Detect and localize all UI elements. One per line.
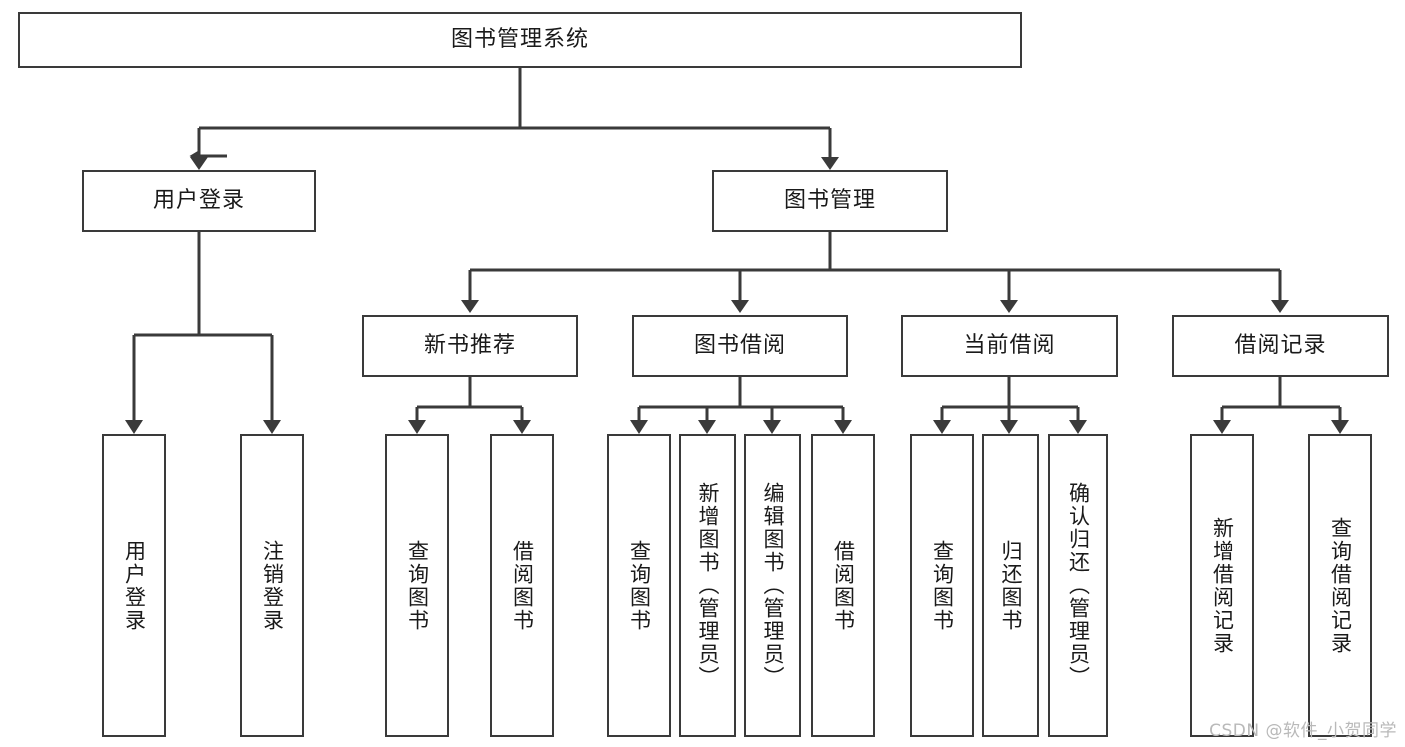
arrowhead-leaf-return-book [1000, 420, 1018, 434]
node-label: 图书管理系统 [450, 27, 589, 52]
node-label: 新增借阅记录 [1210, 516, 1235, 655]
node-label: 编辑图书（管理员） [761, 482, 785, 689]
arrowhead-user-login [190, 157, 208, 170]
node-label: 确认归还（管理员） [1066, 482, 1091, 689]
arrowhead-new-book-recommend [461, 300, 479, 313]
arrowhead-leaf-add-record [1213, 420, 1231, 434]
node-borrow-record[interactable]: 借阅记录 [1172, 315, 1389, 377]
node-label: 图书借阅 [693, 333, 786, 358]
arrowhead-leaf-logout-login [263, 420, 281, 434]
node-label: 当前借阅 [963, 333, 1056, 358]
node-label: 新增图书（管理员） [696, 482, 720, 689]
node-label: 查询图书 [405, 539, 430, 632]
node-label: 新书推荐 [423, 333, 516, 358]
arrowhead-leaf-add-book [698, 420, 716, 434]
node-leaf-add-book[interactable]: 新增图书（管理员） [679, 434, 736, 737]
node-leaf-borrow-book-2[interactable]: 借阅图书 [811, 434, 875, 737]
node-label: 注销登录 [260, 539, 285, 632]
node-label: 用户登录 [122, 539, 147, 632]
node-leaf-confirm-return[interactable]: 确认归还（管理员） [1048, 434, 1108, 737]
node-label: 查询图书 [627, 539, 652, 632]
node-leaf-query-book-2[interactable]: 查询图书 [607, 434, 671, 737]
node-user-login[interactable]: 用户登录 [82, 170, 316, 232]
node-leaf-return-book[interactable]: 归还图书 [982, 434, 1039, 737]
node-label: 归还图书 [999, 539, 1023, 632]
node-label: 借阅图书 [510, 539, 535, 632]
arrowhead-borrow-record [1271, 300, 1289, 313]
csdn-watermark: CSDN @软件_小贺同学 [1209, 721, 1397, 741]
node-leaf-edit-book[interactable]: 编辑图书（管理员） [744, 434, 801, 737]
node-label: 借阅记录 [1234, 333, 1327, 358]
arrowhead-leaf-borrow-book-2 [834, 420, 852, 434]
arrowhead-leaf-query-record [1331, 420, 1349, 434]
arrowhead-current-borrow [1000, 300, 1018, 313]
arrowhead-book-borrow [731, 300, 749, 313]
arrowhead-leaf-query-book-1 [408, 420, 426, 434]
arrowhead-leaf-user-login [125, 420, 143, 434]
node-leaf-borrow-book-1[interactable]: 借阅图书 [490, 434, 554, 737]
node-leaf-query-book-3[interactable]: 查询图书 [910, 434, 974, 737]
arrowhead-leaf-query-book-3 [933, 420, 951, 434]
node-book-borrow[interactable]: 图书借阅 [632, 315, 848, 377]
arrowhead-leaf-confirm-return [1069, 420, 1087, 434]
node-leaf-query-book-1[interactable]: 查询图书 [385, 434, 449, 737]
arrowhead-leaf-query-book-2 [630, 420, 648, 434]
node-root-book-management-system[interactable]: 图书管理系统 [18, 12, 1022, 68]
arrowhead-leaf-edit-book [763, 420, 781, 434]
node-leaf-logout-login[interactable]: 注销登录 [240, 434, 304, 737]
node-label: 借阅图书 [831, 539, 856, 632]
node-label: 查询借阅记录 [1328, 516, 1353, 655]
node-leaf-add-record[interactable]: 新增借阅记录 [1190, 434, 1254, 737]
node-leaf-user-login[interactable]: 用户登录 [102, 434, 166, 737]
arrowhead-book-management [821, 157, 839, 170]
node-book-management[interactable]: 图书管理 [712, 170, 948, 232]
node-label: 查询图书 [930, 539, 955, 632]
node-new-book-recommend[interactable]: 新书推荐 [362, 315, 578, 377]
node-label: 用户登录 [152, 188, 245, 213]
node-label: 图书管理 [783, 188, 876, 213]
arrowhead-leaf-borrow-book-1 [513, 420, 531, 434]
node-current-borrow[interactable]: 当前借阅 [901, 315, 1118, 377]
node-leaf-query-record[interactable]: 查询借阅记录 [1308, 434, 1372, 737]
